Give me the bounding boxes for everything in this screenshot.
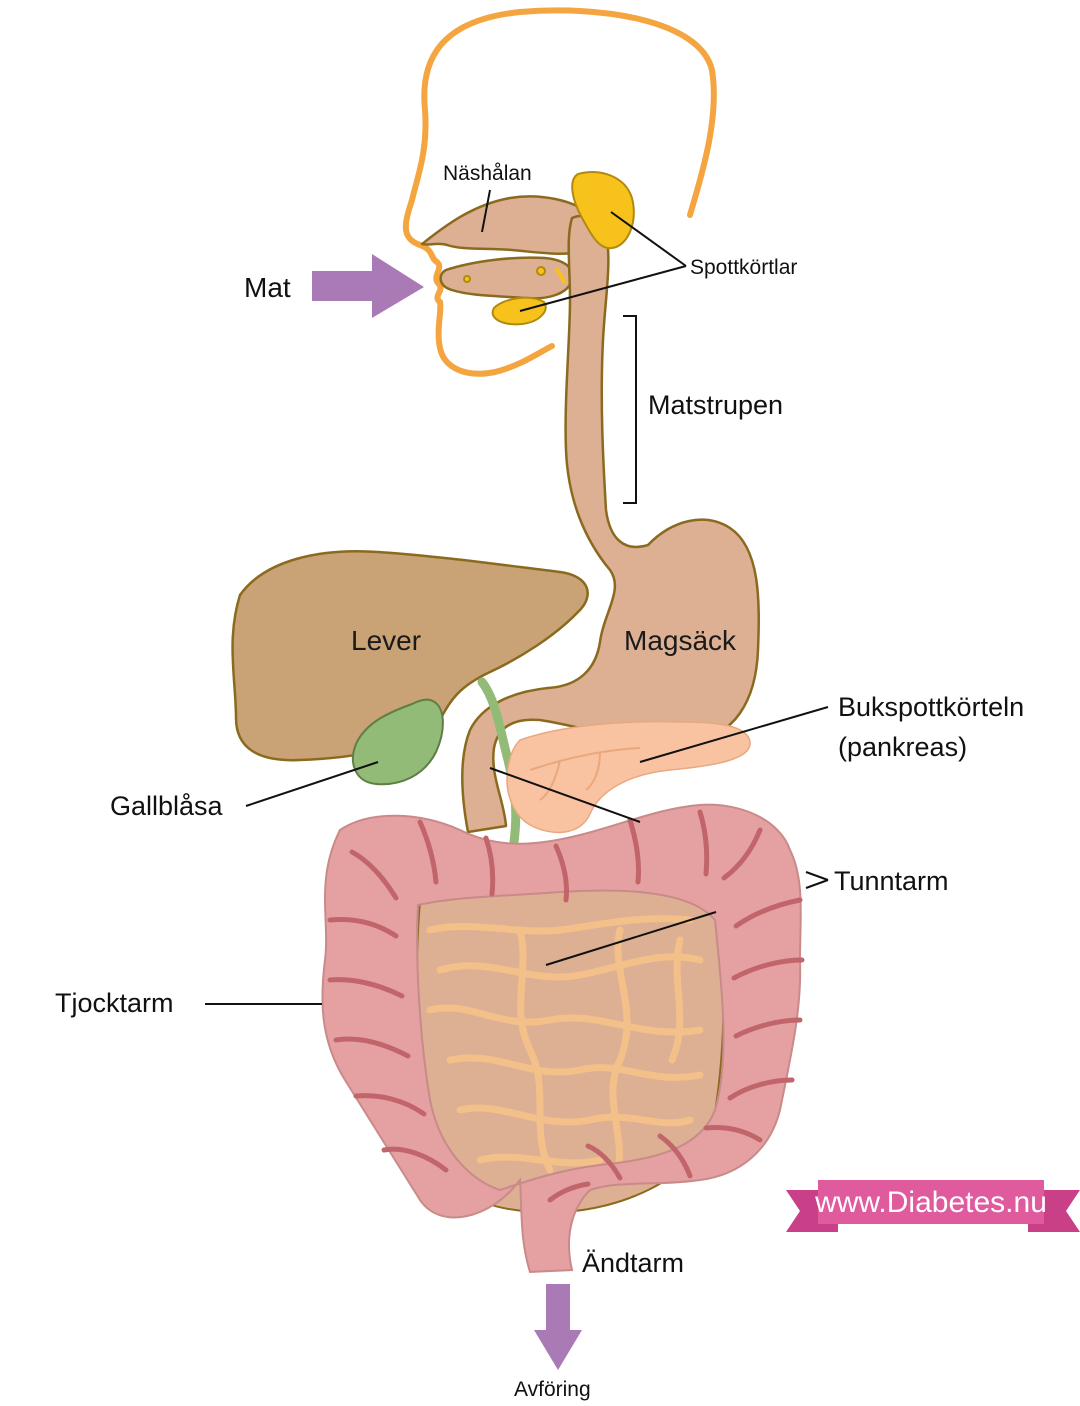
parotid-gland bbox=[571, 171, 635, 250]
label-nasal-cavity: Näshålan bbox=[443, 162, 532, 185]
food-arrow-icon bbox=[312, 254, 424, 318]
label-small-intestine: Tunntarm bbox=[834, 866, 949, 896]
label-rectum: Ändtarm bbox=[582, 1248, 684, 1278]
label-large-intestine: Tjocktarm bbox=[55, 988, 174, 1018]
label-feces: Avföring bbox=[514, 1378, 591, 1401]
label-stomach: Magsäck bbox=[624, 625, 737, 656]
label-pancreas-line2: (pankreas) bbox=[838, 732, 967, 762]
liver bbox=[231, 550, 589, 762]
brand-ribbon: www.Diabetes.nu bbox=[786, 1180, 1080, 1232]
bile-duct bbox=[477, 677, 521, 847]
label-pancreas-line1: Bukspottkörteln bbox=[838, 692, 1024, 722]
tongue-dot bbox=[463, 275, 471, 283]
head-outline bbox=[402, 7, 717, 377]
label-gallbladder: Gallblåsa bbox=[110, 791, 224, 821]
leader-lines bbox=[205, 189, 829, 1005]
submandibular-gland bbox=[491, 296, 547, 326]
ribbon-band bbox=[818, 1180, 1044, 1224]
brand-text: www.Diabetes.nu bbox=[814, 1186, 1047, 1219]
label-liver: Lever bbox=[351, 625, 421, 656]
pancreas bbox=[506, 720, 751, 834]
label-salivary-glands: Spottkörtlar bbox=[690, 256, 797, 279]
small-intestine bbox=[415, 882, 725, 1214]
label-esophagus: Matstrupen bbox=[648, 390, 783, 420]
feces-arrow-icon bbox=[534, 1284, 582, 1370]
label-food: Mat bbox=[244, 272, 291, 303]
sublingual-gland bbox=[536, 266, 546, 276]
salivary-glands bbox=[463, 171, 635, 326]
large-intestine bbox=[321, 803, 805, 1274]
